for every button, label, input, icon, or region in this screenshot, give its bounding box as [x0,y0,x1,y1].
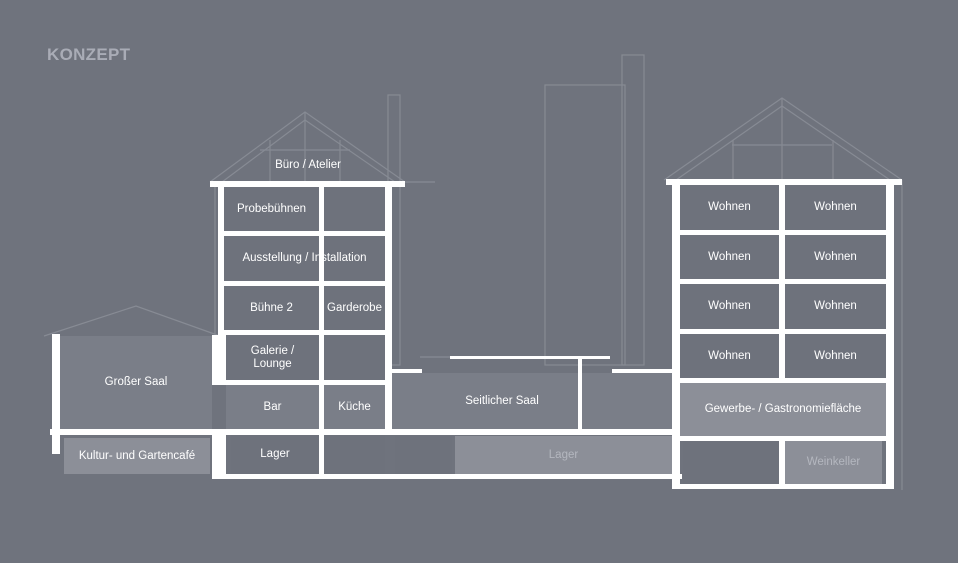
room-wohnen: Wohnen [680,284,779,329]
room-lager: Lager [231,435,319,474]
room-empty [325,435,385,474]
wall [886,183,894,488]
room-grosser-saal: Großer Saal [60,336,212,429]
room-garderobe: Garderobe [324,286,385,330]
skylight-beam [450,356,610,359]
room-empty [395,436,452,474]
room-galerie-lounge: Galerie / Lounge [226,335,319,380]
page-title: KONZEPT [47,45,131,64]
floor-slab [392,369,422,373]
wall [779,440,785,486]
floor-slab [612,369,672,373]
ground-slab [50,429,682,435]
floor-slab [218,231,392,236]
room-wohnen: Wohnen [785,235,886,279]
wall [212,335,226,385]
wall [672,183,680,488]
room-buehne-2: Bühne 2 [224,286,319,330]
floor-slab [212,380,392,385]
basement-slab [212,474,682,479]
wall [578,359,582,431]
floor-slab [218,330,392,335]
room-gewerbe-gastronomie: Gewerbe- / Gastronomiefläche [680,383,886,436]
floor-slab [672,436,894,441]
basement-slab [672,484,894,489]
room-wohnen: Wohnen [680,235,779,279]
room-lager-middle: Lager [455,436,672,474]
room-wohnen: Wohnen [785,334,886,378]
room-kultur-gartencafe: Kultur- und Gartencafé [64,438,210,474]
room-probebuehnen: Probebühnen [224,187,319,231]
wall [385,185,392,435]
room-weinkeller: Weinkeller [785,441,882,484]
wall [52,334,60,454]
roof-slab [666,179,902,185]
room-wohnen: Wohnen [680,185,779,230]
room-empty [324,335,385,380]
wall [212,430,226,478]
room-wohnen: Wohnen [785,284,886,329]
room-seitlicher-saal: Seitlicher Saal [392,373,672,429]
room-wohnen: Wohnen [680,334,779,378]
floor-slab [218,281,392,286]
room-buero-atelier: Büro / Atelier [275,158,341,171]
room-empty [683,441,779,484]
room-kueche: Küche [324,385,385,429]
wall [779,183,785,379]
roof-slab [210,181,405,187]
room-seitlicher-saal-label: Seitlicher Saal [465,394,539,407]
wall [218,185,224,335]
floor-slab [672,378,894,383]
room-empty [324,187,385,231]
wall [319,185,324,475]
room-ausstellung: Ausstellung / Installation [224,236,385,281]
room-bar: Bar [226,385,319,429]
room-wohnen: Wohnen [785,185,886,230]
